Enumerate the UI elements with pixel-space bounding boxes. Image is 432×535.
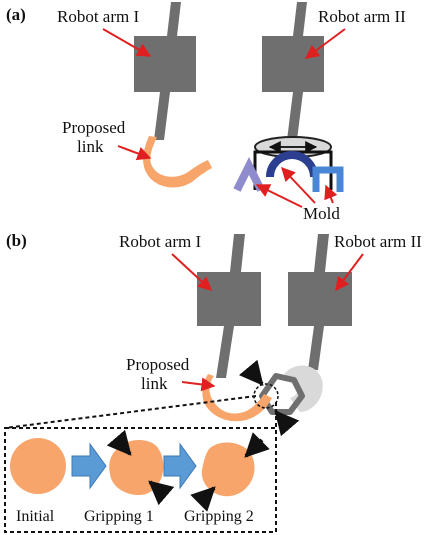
mold-square-shape [312, 166, 344, 192]
gripper-jaws [259, 373, 305, 415]
arm-1b-lower-shaft [216, 326, 234, 378]
mold-arc-shape [266, 151, 318, 178]
initial-shape [10, 438, 66, 494]
robot-arm-2-label-a: Robot arm II [318, 7, 406, 26]
robot-arm-1-label-a: Robot arm I [57, 7, 139, 26]
link-callout-arrow-a [117, 145, 152, 161]
robot-arm-2-a [262, 2, 324, 140]
panel-a: (a) Robot arm I Proposed link Robot arm … [6, 2, 406, 223]
mold-v-shape [233, 157, 265, 192]
robot-arm-1-a [134, 2, 196, 140]
arm-2-upper-shaft [293, 2, 307, 36]
mold-callout-arrow-3 [324, 184, 338, 204]
gripper-disk [284, 365, 323, 412]
panel-b-label: (b) [6, 231, 27, 250]
mold-callout-arrow-1 [255, 184, 303, 208]
gripper-b [259, 365, 323, 415]
robot-arm-1-label-b: Robot arm I [119, 232, 201, 251]
proposed-link-label-b-1: Proposed [126, 355, 190, 374]
force-arrow-bottom [274, 410, 300, 437]
proposed-link-label-a-2: link [77, 137, 104, 156]
flow-arrow-1 [71, 442, 107, 490]
gripping-1-arrow-bottom [148, 480, 175, 506]
proposed-link-label-b-2: link [141, 374, 168, 393]
step-initial-label: Initial [16, 508, 55, 525]
flow-arrow-2 [163, 442, 197, 490]
arm-2b-callout-arrow [335, 253, 364, 292]
mold-label: Mold [303, 204, 340, 223]
gripping-2-arrow-bottom [190, 486, 216, 512]
gripping-2-arrow-top [244, 432, 270, 458]
panel-a-label: (a) [6, 5, 26, 24]
arm-1-lower-shaft [154, 92, 170, 140]
robot-arm-2-label-b: Robot arm II [334, 232, 422, 251]
arm-1b-body [197, 272, 261, 326]
proposed-link-label-a-1: Proposed [62, 118, 126, 137]
arm-1b-upper-shaft [230, 234, 245, 272]
proposed-link-b [202, 374, 272, 422]
force-arrow-top [238, 359, 264, 386]
arm-1-upper-shaft [167, 2, 181, 36]
gripping-1-arrow-top [106, 429, 132, 456]
arm-2b-lower-shaft [308, 326, 324, 370]
arm-2b-upper-shaft [314, 234, 329, 272]
zoom-line-left [4, 395, 257, 429]
mold-callout-arrow-2 [281, 166, 316, 204]
inset-box [4, 427, 277, 533]
step-gripping-1-label: Gripping 1 [84, 508, 154, 525]
arm-2-lower-shaft [287, 92, 303, 140]
robot-arm-1-b [197, 234, 261, 378]
mold-changer [233, 136, 344, 192]
proposed-link-a [143, 136, 212, 188]
step-gripping-2-label: Gripping 2 [184, 508, 254, 525]
arm-2-body [262, 36, 324, 92]
arm-1-body [134, 36, 196, 92]
gripping-2-shape [201, 442, 255, 497]
arm-2-callout-arrow [304, 28, 346, 59]
arm-1-callout-arrow [102, 28, 152, 57]
arm-1b-callout-arrow [171, 253, 213, 291]
robot-arm-2-b [288, 234, 352, 370]
panel-b: (b) Robot arm I Robot arm II Proposed li… [4, 231, 422, 533]
link-callout-arrow-b [181, 377, 216, 392]
